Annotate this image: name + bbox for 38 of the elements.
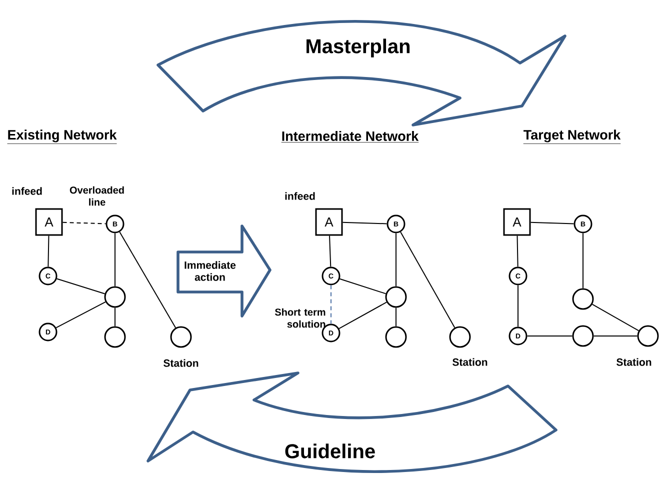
network-line xyxy=(592,304,640,332)
bus-node xyxy=(170,326,192,348)
network-line xyxy=(530,222,574,224)
bus-node xyxy=(449,326,471,348)
network-line xyxy=(48,235,50,268)
node-label: Station xyxy=(452,358,488,366)
infeed-box: A xyxy=(35,208,63,236)
network-heading: Intermediate Network xyxy=(281,131,419,143)
network-line xyxy=(119,231,176,328)
network-line xyxy=(56,301,106,328)
network-line xyxy=(342,222,388,224)
bus-node xyxy=(104,286,126,308)
bus-node xyxy=(637,325,659,347)
network-line xyxy=(114,232,116,287)
infeed-box: A xyxy=(315,208,343,236)
network-line xyxy=(114,307,116,327)
edge-label: Overloaded line xyxy=(70,186,124,206)
infeed-box: A xyxy=(503,208,531,236)
network-line xyxy=(339,278,386,294)
network-line xyxy=(62,222,106,224)
network-line xyxy=(400,232,456,328)
network-line xyxy=(516,235,518,268)
node-label: Station xyxy=(616,358,652,366)
node-label: Station xyxy=(164,359,198,367)
network-line xyxy=(582,232,584,289)
bus-node xyxy=(572,325,594,347)
network-heading: Target Network xyxy=(523,130,621,144)
bus-node xyxy=(385,286,407,308)
network-line xyxy=(329,235,332,268)
network-line xyxy=(338,302,388,329)
node-label: infeed xyxy=(285,192,315,200)
network-line xyxy=(330,284,332,324)
node-label: infeed xyxy=(12,187,42,195)
bus-node xyxy=(104,326,126,348)
network-heading: Existing Network xyxy=(7,130,117,144)
network-line xyxy=(56,278,106,294)
bus-node xyxy=(385,326,407,348)
bus-node xyxy=(572,288,594,310)
